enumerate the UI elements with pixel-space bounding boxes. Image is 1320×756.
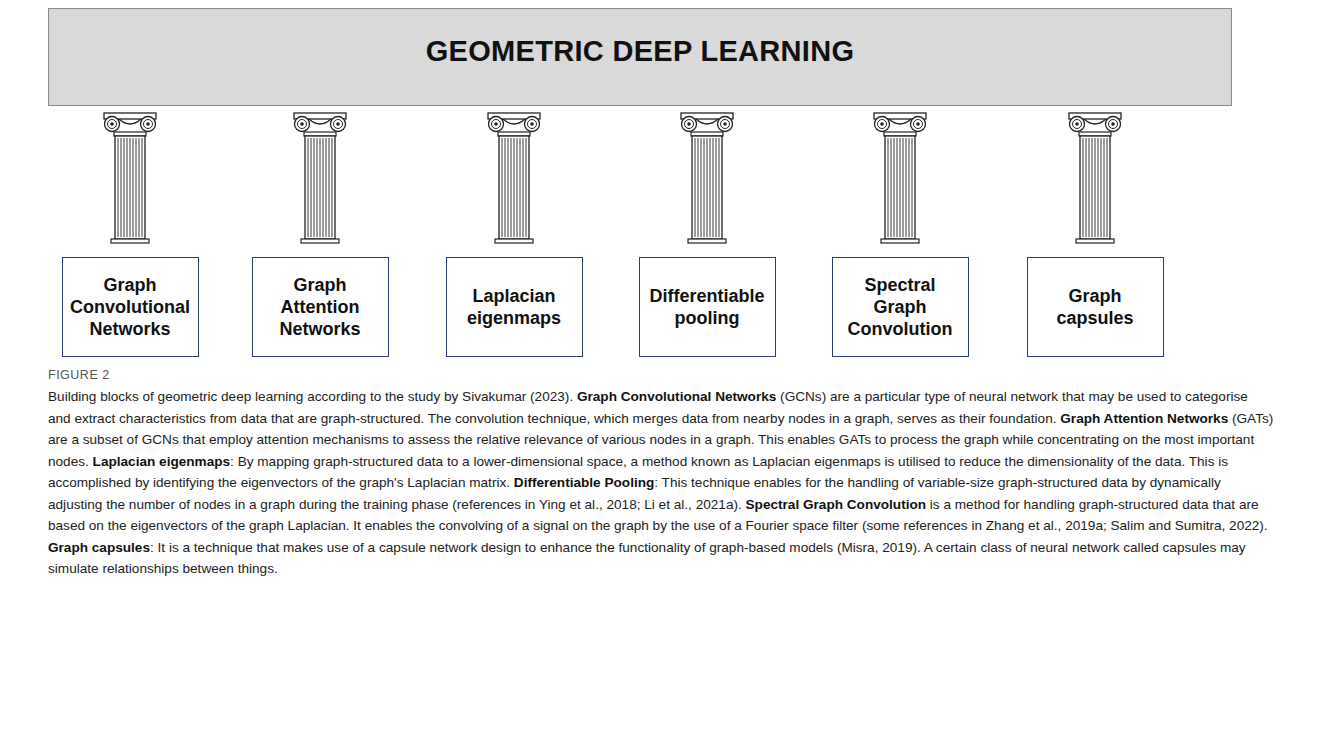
method-box: Laplacian eigenmaps [446, 257, 583, 357]
pillar-connector [294, 113, 346, 243]
method-box: Graph capsules [1027, 257, 1164, 357]
pillar-connector [1069, 113, 1121, 243]
box-label: Spectral Graph Convolution [839, 274, 962, 340]
pillar-connector [681, 113, 733, 243]
method-box: Graph Attention Networks [252, 257, 389, 357]
method-box: Graph Convolutional Networks [62, 257, 199, 357]
pillar-connector [874, 113, 926, 243]
box-label: Laplacian eigenmaps [453, 285, 576, 329]
box-label: Graph Convolutional Networks [69, 274, 192, 340]
figure-number: FIGURE 2 [48, 368, 110, 382]
method-box: Differentiable pooling [639, 257, 776, 357]
method-box: Spectral Graph Convolution [832, 257, 969, 357]
figure-caption: Building blocks of geometric deep learni… [48, 386, 1274, 580]
pillar-connector [104, 113, 156, 243]
title-band: GEOMETRIC DEEP LEARNING [48, 8, 1232, 106]
pillar-connector [488, 113, 540, 243]
box-label: Graph capsules [1034, 285, 1157, 329]
box-label: Graph Attention Networks [259, 274, 382, 340]
title-text: GEOMETRIC DEEP LEARNING [426, 35, 855, 68]
box-label: Differentiable pooling [646, 285, 769, 329]
